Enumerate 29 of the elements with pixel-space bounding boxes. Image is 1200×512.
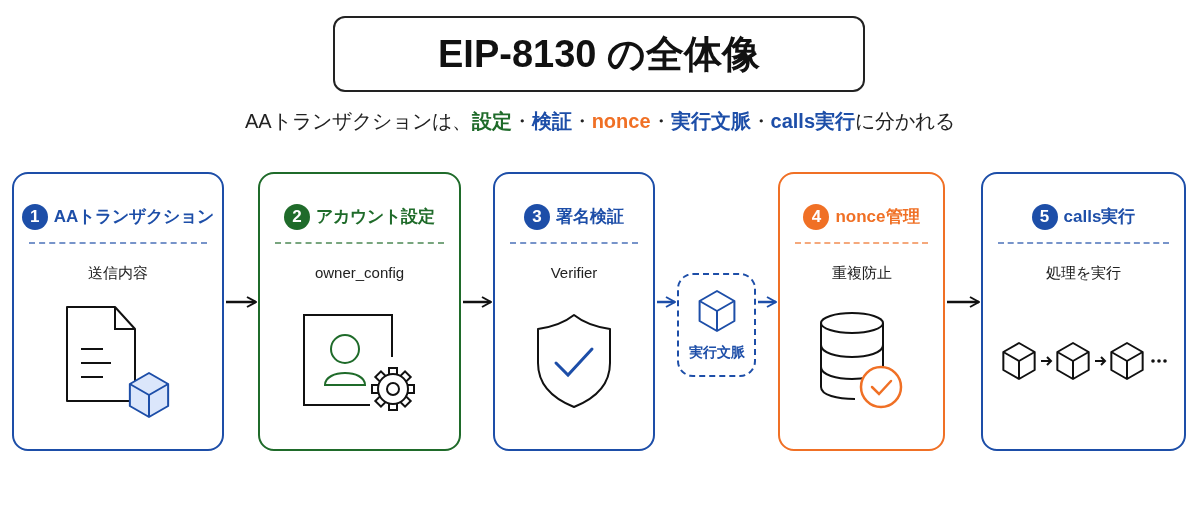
arrow xyxy=(758,296,777,308)
step-heading: calls実行 xyxy=(1063,206,1136,229)
arrow xyxy=(947,296,980,308)
title-box: EIP-8130 の全体像 xyxy=(333,16,865,92)
context-label: 実行文脈 xyxy=(688,342,745,362)
step-card xyxy=(981,172,1186,451)
step-card xyxy=(778,172,945,451)
arrow xyxy=(226,296,257,308)
step-description: 処理を実行 xyxy=(1046,263,1121,283)
subtitle: AAトランザクションは、設定・検証・nonce・実行文脈・calls実行に分かれる xyxy=(243,109,957,134)
context-box xyxy=(677,273,756,377)
arrow xyxy=(657,296,676,308)
step-number-badge: 1 xyxy=(21,204,48,230)
step-number-badge: 3 xyxy=(524,204,550,230)
step-number-badge: 2 xyxy=(284,204,310,230)
step-description: owner_config xyxy=(314,263,405,283)
step-heading: アカウント設定 xyxy=(316,206,435,229)
step-heading: nonce管理 xyxy=(835,206,920,229)
step-card xyxy=(12,172,224,451)
step-number-badge: 4 xyxy=(803,204,830,230)
step-description: 重複防止 xyxy=(831,263,892,283)
step-heading: AAトランザクション xyxy=(53,206,215,229)
step-heading: 署名検証 xyxy=(556,206,624,229)
step-description: Verifier xyxy=(550,263,598,283)
step-card xyxy=(493,172,655,451)
arrow xyxy=(463,296,492,308)
step-card xyxy=(258,172,461,451)
step-number-badge: 5 xyxy=(1031,204,1058,230)
step-description: 送信内容 xyxy=(88,263,148,283)
